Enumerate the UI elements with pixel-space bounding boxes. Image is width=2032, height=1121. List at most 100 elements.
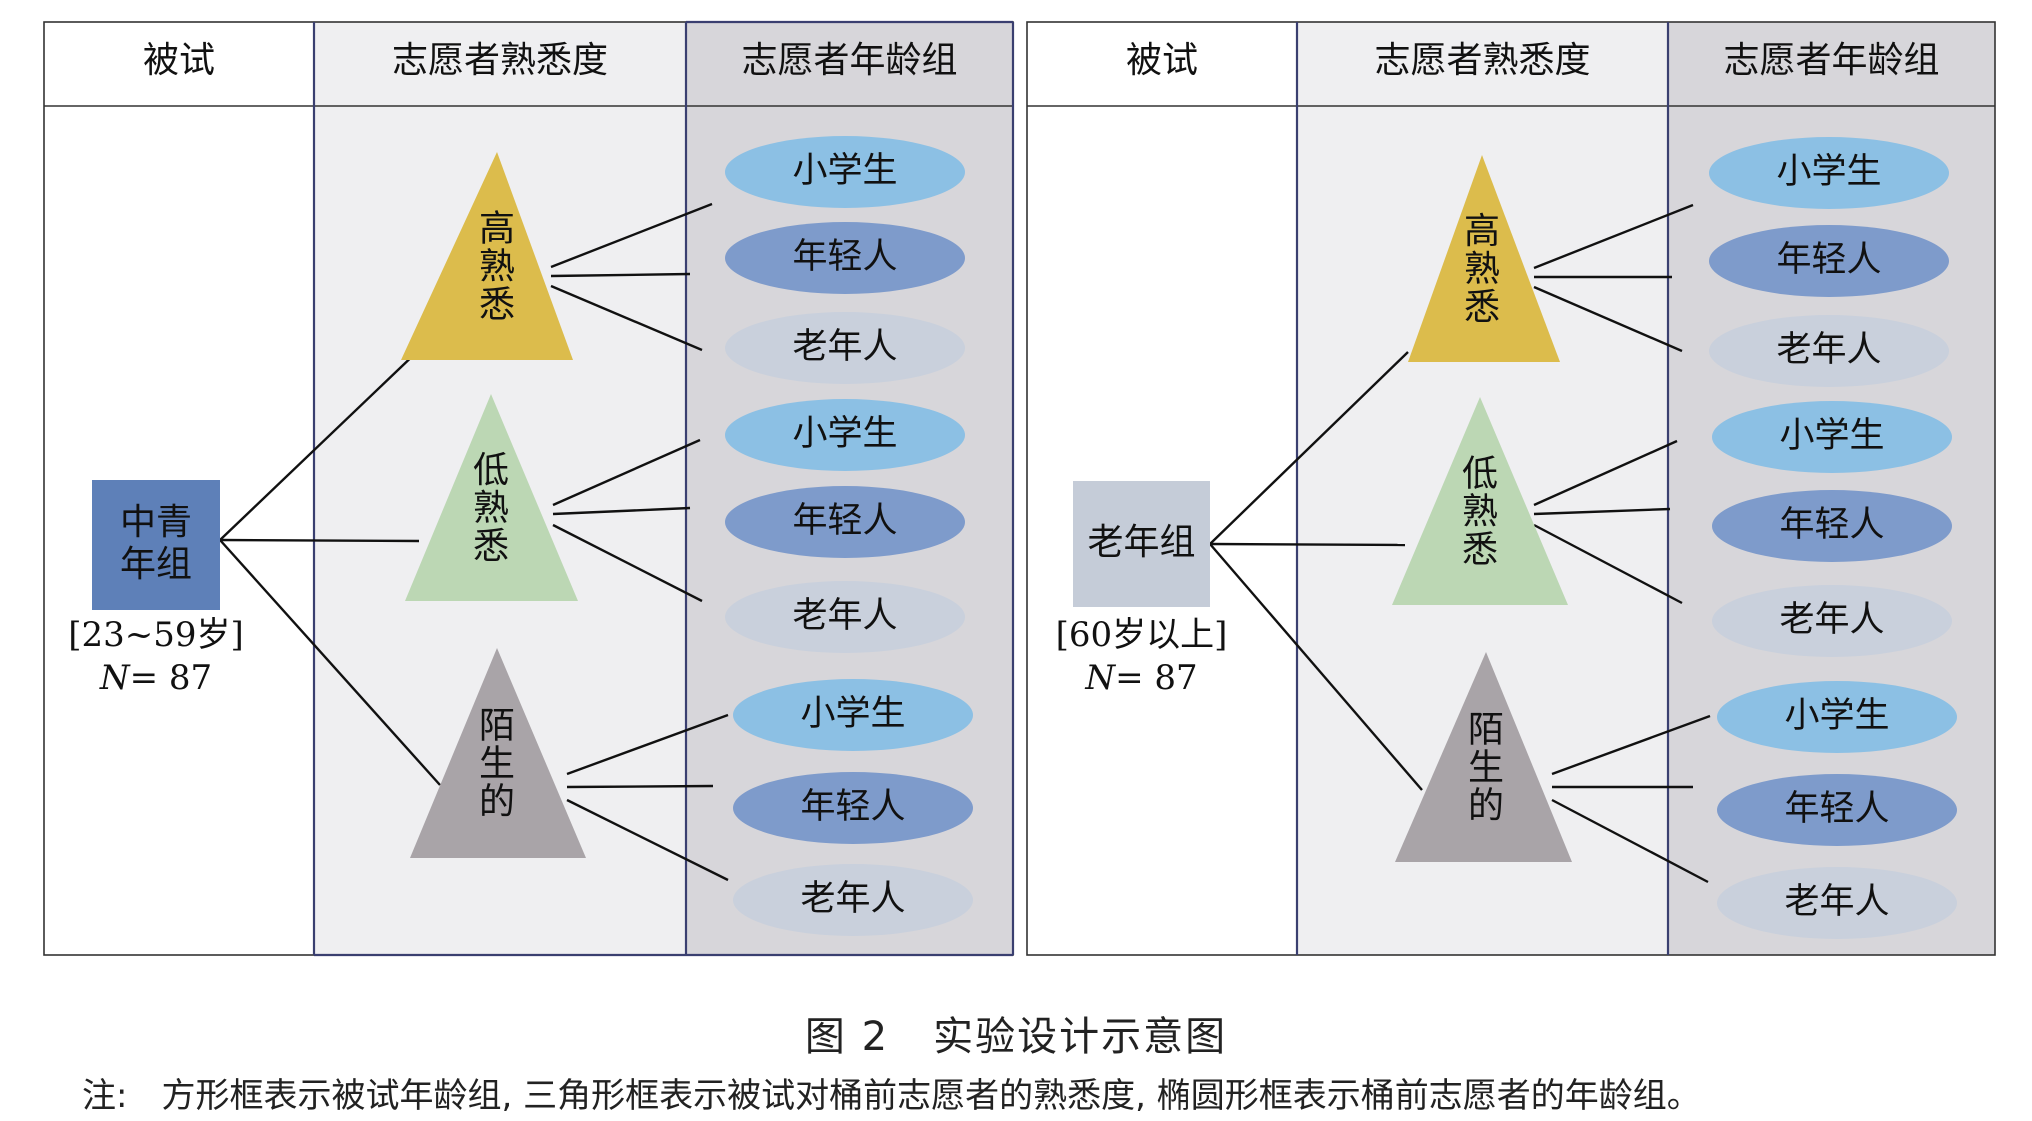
volunteer-age-ellipse [733, 772, 973, 844]
volunteer-age-ellipse [725, 581, 965, 653]
familiarity-label-char: 熟 [1464, 249, 1500, 290]
note-text: 方形框表示被试年龄组, 三角形框表示被试对桶前志愿者的熟悉度, 椭圆形框表示桶前… [161, 1076, 1701, 1116]
familiarity-triangle [405, 394, 578, 601]
subject-to-familiarity-line [1209, 351, 1409, 545]
volunteer-age-label: 年轻人 [1779, 505, 1884, 545]
volunteer-age-label: 年轻人 [1784, 789, 1889, 829]
subject-sample-size: N= 87 [1084, 658, 1197, 698]
volunteer-age-ellipse [1712, 401, 1952, 473]
familiarity-label-char: 的 [1468, 786, 1504, 827]
familiarity-to-age-line [1533, 203, 1694, 270]
familiarity-triangle [410, 648, 586, 858]
volunteer-age-label: 老年人 [1776, 330, 1881, 370]
volunteer-age-ellipse [1717, 867, 1957, 939]
header-volunteer-familiarity: 志愿者熟悉度 [1374, 40, 1590, 81]
subject-age-range: [60岁以上] [1056, 615, 1228, 655]
volunteer-age-label: 小学生 [792, 151, 897, 191]
volunteer-age-label: 年轻人 [1776, 240, 1881, 280]
familiarity-label-char: 陌 [1468, 710, 1504, 751]
familiarity-label-char: 悉 [473, 526, 509, 567]
volunteer-age-label: 小学生 [792, 414, 897, 454]
familiarity-label-char: 生 [1468, 748, 1504, 789]
familiarity-label-char: 高 [1464, 211, 1500, 252]
n-symbol: N [1084, 658, 1116, 698]
familiarity-label-char: 悉 [1464, 287, 1500, 328]
figure-note: 注: 方形框表示被试年龄组, 三角形框表示被试对桶前志愿者的熟悉度, 椭圆形框表示… [82, 1068, 2022, 1117]
header-volunteer-familiarity: 志愿者熟悉度 [392, 40, 608, 81]
experiment-design-diagram: 被试志愿者熟悉度志愿者年龄组中青年组[23~59岁]N= 87高熟悉小学生年轻人… [43, 20, 1996, 957]
n-value: = 87 [1115, 658, 1198, 698]
header-volunteer-age-group: 志愿者年龄组 [1723, 40, 1939, 81]
volunteer-age-ellipse [725, 486, 965, 558]
panel-border [1026, 21, 1996, 956]
subject-group-label: 老年组 [1087, 522, 1195, 563]
subject-group-label: 中青 [120, 502, 192, 543]
volunteer-age-ellipse [733, 864, 973, 936]
familiarity-to-age-line [1533, 285, 1683, 353]
volunteer-age-label: 小学生 [1776, 152, 1881, 192]
volunteer-age-ellipse [1709, 137, 1949, 209]
familiarity-to-age-line [552, 523, 703, 603]
familiarity-to-age-line [550, 202, 713, 269]
familiarity-triangle [1395, 652, 1572, 862]
volunteer-age-label: 小学生 [1784, 696, 1889, 736]
volunteer-age-label: 年轻人 [800, 787, 905, 827]
panel-middle-young-group: 被试志愿者熟悉度志愿者年龄组中青年组[23~59岁]N= 87高熟悉小学生年轻人… [43, 20, 1015, 957]
familiarity-label-char: 熟 [473, 488, 509, 529]
n-symbol: N [99, 658, 131, 698]
volunteer-age-ellipse [725, 399, 965, 471]
familiarity-label-char: 熟 [1462, 491, 1498, 532]
familiarity-triangle [1408, 155, 1560, 362]
volunteer-age-label: 老年人 [1784, 882, 1889, 922]
header-subject: 被试 [143, 40, 215, 81]
familiarity-label-char: 陌 [479, 706, 515, 747]
subject-to-familiarity-line [1209, 542, 1406, 547]
volunteer-age-ellipse [725, 136, 965, 208]
volunteer-age-label: 小学生 [800, 694, 905, 734]
familiarity-to-age-line [1533, 439, 1678, 507]
familiarity-to-age-line [550, 272, 691, 278]
subject-to-familiarity-line [219, 538, 420, 543]
subject-age-range: [23~59岁] [68, 615, 244, 655]
volunteer-age-label: 老年人 [792, 327, 897, 367]
familiarity-label-char: 的 [479, 782, 515, 823]
familiarity-label-char: 悉 [479, 284, 515, 325]
subject-to-familiarity-line [219, 347, 422, 541]
familiarity-to-age-line [1533, 523, 1683, 605]
familiarity-to-age-line [552, 438, 701, 507]
subject-group-label: 年组 [120, 544, 192, 585]
volunteer-age-label: 老年人 [800, 879, 905, 919]
note-label: 注: [82, 1076, 128, 1116]
volunteer-age-label: 年轻人 [792, 501, 897, 541]
volunteer-age-label: 年轻人 [792, 237, 897, 277]
volunteer-age-ellipse [725, 222, 965, 294]
header-subject: 被试 [1126, 40, 1198, 81]
familiarity-label-char: 生 [479, 744, 515, 785]
figure-caption: 图 2 实验设计示意图 [0, 1004, 2032, 1062]
volunteer-age-label: 老年人 [1779, 600, 1884, 640]
subject-to-familiarity-line [1209, 543, 1423, 791]
header-volunteer-age-group: 志愿者年龄组 [741, 40, 957, 81]
familiarity-label-char: 高 [479, 208, 515, 249]
familiarity-label-char: 熟 [479, 246, 515, 287]
familiarity-to-age-line [1551, 714, 1711, 776]
figure-number: 图 2 [804, 1014, 890, 1060]
familiarity-to-age-line [566, 713, 729, 776]
n-value: = 87 [130, 658, 213, 698]
familiarity-to-age-line [1551, 798, 1709, 884]
volunteer-age-label: 小学生 [1779, 416, 1884, 456]
volunteer-age-ellipse [1717, 681, 1957, 753]
familiarity-triangle [1392, 397, 1568, 605]
familiarity-triangle [401, 152, 573, 360]
figure-title: 实验设计示意图 [933, 1014, 1228, 1060]
volunteer-age-ellipse [733, 679, 973, 751]
panel-elderly-group: 被试志愿者熟悉度志愿者年龄组老年组[60岁以上]N= 87高熟悉小学生年轻人老年… [1026, 21, 1996, 956]
familiarity-to-age-line [550, 284, 703, 352]
familiarity-to-age-line [566, 784, 714, 789]
familiarity-label-char: 低 [473, 450, 509, 491]
volunteer-age-ellipse [1712, 585, 1952, 657]
volunteer-age-ellipse [1709, 315, 1949, 387]
familiarity-label-char: 悉 [1462, 529, 1498, 570]
subject-to-familiarity-line [219, 539, 441, 786]
subject-sample-size: N= 87 [99, 658, 212, 698]
